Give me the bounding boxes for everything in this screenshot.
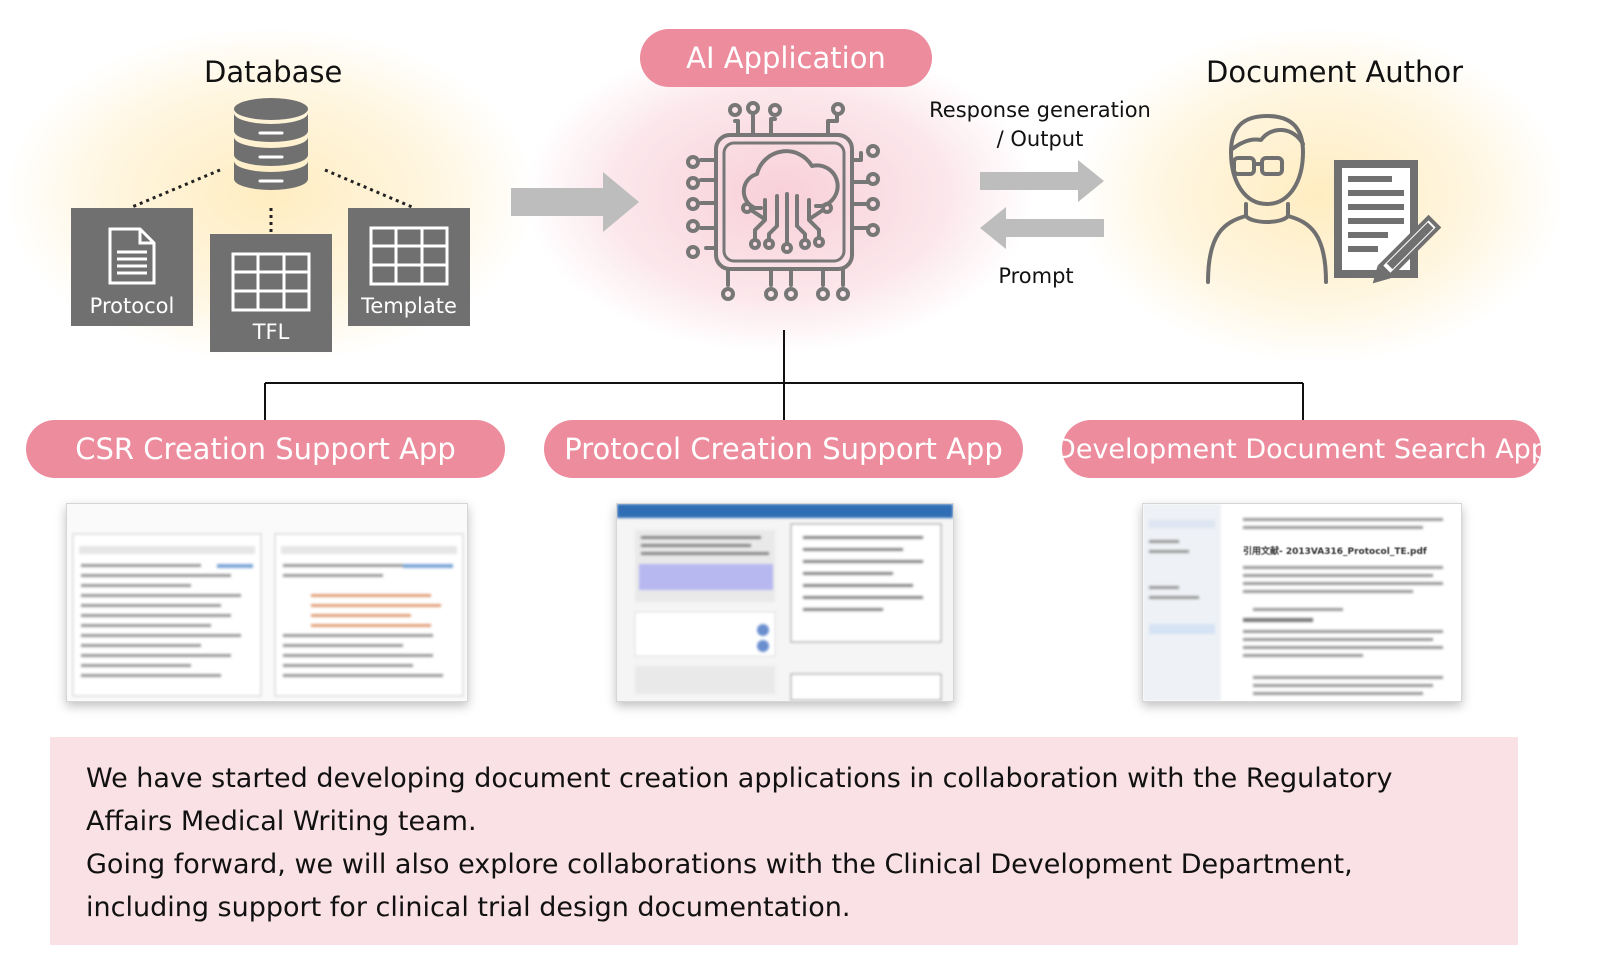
- database-item-label: TFL: [252, 320, 290, 344]
- app-connector-lines: [264, 330, 1304, 420]
- csr-app-label: CSR Creation Support App: [26, 420, 505, 478]
- database-item-label: Template: [361, 294, 457, 318]
- prompt-label: Prompt: [998, 264, 1074, 288]
- database-title: Database: [204, 55, 343, 89]
- database-item-protocol: Protocol: [71, 208, 193, 326]
- summary-note-line-2: Going forward, we will also explore coll…: [86, 849, 1353, 923]
- right-arrow-icon: [511, 172, 639, 232]
- table-icon: [231, 252, 311, 312]
- protocol-app-label: Protocol Creation Support App: [544, 420, 1023, 478]
- database-item-tfl: TFL: [210, 234, 332, 352]
- summary-note: We have started developing document crea…: [50, 737, 1518, 945]
- protocol-app-screenshot: [616, 503, 954, 702]
- document-author-title: Document Author: [1206, 55, 1464, 89]
- person-writing-document-icon: [1206, 114, 1442, 284]
- search-app-preview-heading: 引用文献- 2013VA316_Protocol_TE.pdf: [1243, 547, 1427, 557]
- database-connectors: [131, 168, 413, 233]
- database-item-template: Template: [348, 208, 470, 326]
- author-glow: [1080, 30, 1560, 360]
- csr-app-screenshot: [66, 503, 468, 702]
- search-app-screenshot: 引用文献- 2013VA316_Protocol_TE.pdf: [1142, 503, 1462, 702]
- response-label: Response generation / Output: [929, 98, 1151, 151]
- left-arrow-icon: [980, 207, 1104, 249]
- table-icon: [369, 226, 449, 286]
- summary-note-line-1: We have started developing document crea…: [86, 763, 1393, 837]
- document-icon: [108, 227, 156, 285]
- search-app-label: Development Document Search App: [1055, 420, 1548, 478]
- database-item-label: Protocol: [89, 294, 175, 318]
- ai-application-title: AI Application: [640, 29, 932, 87]
- right-arrow-icon: [980, 160, 1104, 202]
- database-cylinder-icon: [234, 98, 308, 190]
- cloud-chip-icon: [686, 101, 880, 301]
